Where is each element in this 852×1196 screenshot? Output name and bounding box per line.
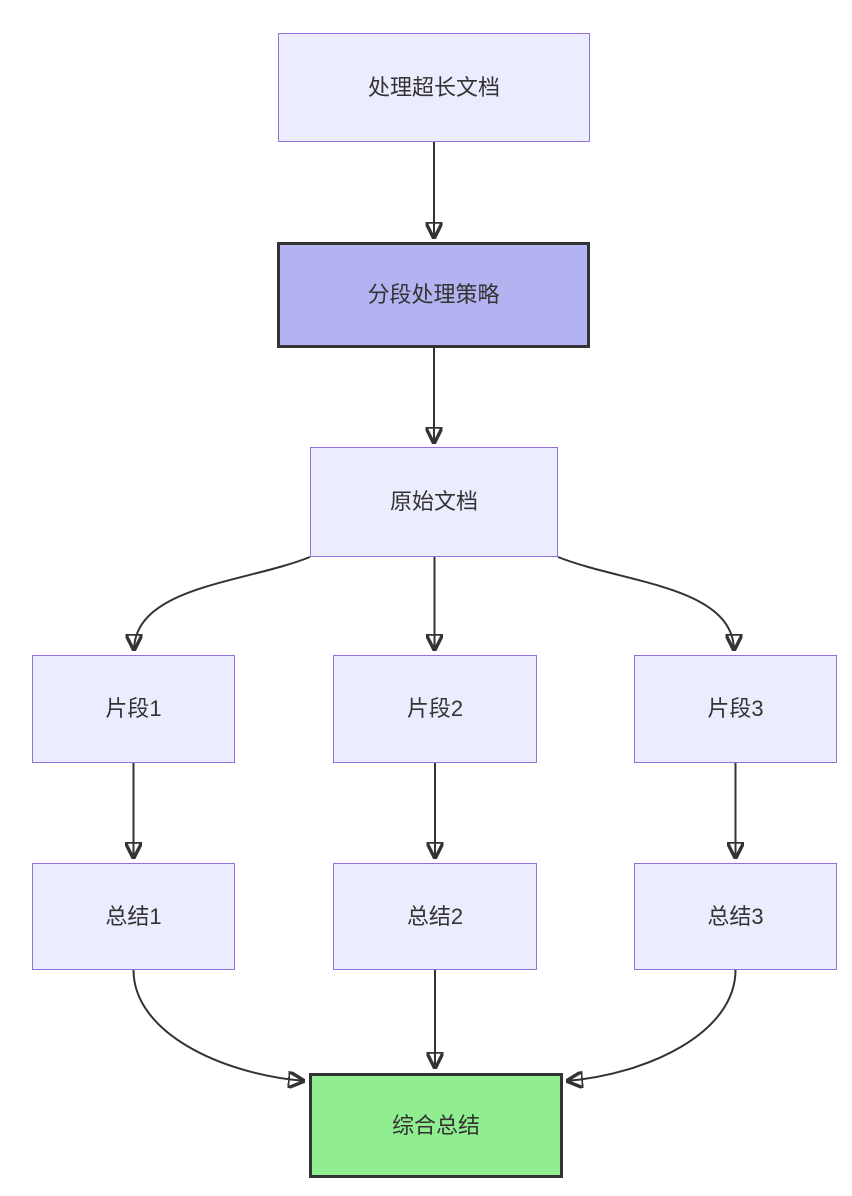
edge-c-d3: [557, 556, 734, 651]
node-label: 综合总结: [391, 1112, 480, 1138]
node-label: 片段1: [105, 696, 162, 721]
node-label: 总结3: [707, 903, 764, 929]
node-label: 总结1: [105, 903, 162, 929]
node-label: 原始文档: [389, 489, 478, 514]
node-handle-long-document: 处理超长文档: [278, 33, 590, 142]
node-original-document: 原始文档: [310, 447, 558, 557]
node-label: 处理超长文档: [367, 74, 500, 100]
node-fragment-1: 片段1: [32, 655, 235, 763]
node-label: 片段2: [406, 696, 464, 721]
node-segmentation-strategy: 分段处理策略: [277, 242, 590, 348]
node-final-summary: 综合总结: [309, 1073, 563, 1178]
node-summary-1: 总结1: [32, 863, 235, 970]
node-label: 总结2: [406, 903, 464, 929]
edge-e3-f: [566, 969, 737, 1081]
node-label: 分段处理策略: [367, 282, 500, 307]
node-fragment-2: 片段2: [333, 655, 537, 763]
node-label: 片段3: [707, 696, 764, 721]
edge-e1-f: [132, 969, 306, 1081]
node-summary-2: 总结2: [333, 863, 537, 970]
node-fragment-3: 片段3: [634, 655, 837, 763]
edge-c-d1: [134, 556, 311, 651]
node-summary-3: 总结3: [634, 863, 837, 970]
